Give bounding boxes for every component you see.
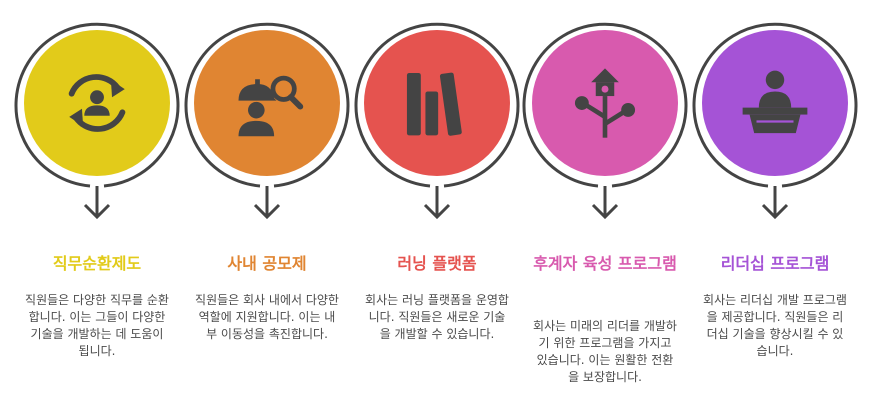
step-title: 리더십 프로그램 <box>720 254 830 273</box>
step-description: 회사는 리더십 개발 프로그램을 제공합니다. 직원들은 리더십 기술을 향상시… <box>703 293 847 358</box>
down-arrow-icon <box>253 186 281 220</box>
step-title: 러닝 플랫폼 <box>397 254 477 273</box>
step-color-disc <box>364 30 510 176</box>
step-description: 회사는 러닝 플랫폼을 운영합니다. 직원들은 새로운 기술을 개발할 수 있습… <box>365 293 509 341</box>
step-description: 회사는 미래의 리더를 개발하기 위한 프로그램을 가지고 있습니다. 이는 원… <box>533 319 677 384</box>
step-color-disc <box>194 30 340 176</box>
speaker-podium-icon <box>742 70 808 134</box>
step-description: 직원들은 회사 내에서 다양한 역할에 지원합니다. 이는 내부 이동성을 촉진… <box>195 293 339 341</box>
step-outline-ring <box>692 22 858 188</box>
books-icon <box>406 72 462 136</box>
step-outline-ring <box>522 22 688 188</box>
step-title: 직무순환제도 <box>52 254 142 273</box>
birdhouse-tree-icon <box>574 68 636 138</box>
down-arrow-icon <box>423 186 451 220</box>
step-color-disc <box>24 30 170 176</box>
rotating-user-icon <box>68 74 126 132</box>
worker-search-icon <box>236 75 304 137</box>
step-internal-recruitment: 사내 공모제 직원들은 회사 내에서 다양한 역할에 지원합니다. 이는 내부 … <box>182 0 352 415</box>
down-arrow-icon <box>761 186 789 220</box>
step-description: 직원들은 다양한 직무를 순환합니다. 이는 그들이 다양한 기술을 개발하는 … <box>25 293 169 358</box>
down-arrow-icon <box>591 186 619 220</box>
step-title: 후계자 육성 프로그램 <box>533 254 677 273</box>
step-outline-ring <box>184 22 350 188</box>
step-learning-platform: 러닝 플랫폼 회사는 러닝 플랫폼을 운영합니다. 직원들은 새로운 기술을 개… <box>352 0 522 415</box>
step-job-rotation: 직무순환제도 직원들은 다양한 직무를 순환합니다. 이는 그들이 다양한 기술… <box>12 0 182 415</box>
step-outline-ring <box>14 22 180 188</box>
step-leadership-program: 리더십 프로그램 회사는 리더십 개발 프로그램을 제공합니다. 직원들은 리더… <box>690 0 860 415</box>
step-color-disc <box>702 30 848 176</box>
step-title: 사내 공모제 <box>227 254 307 273</box>
step-color-disc <box>532 30 678 176</box>
step-succession-program: 후계자 육성 프로그램 회사는 미래의 리더를 개발하기 위한 프로그램을 가지… <box>520 0 690 415</box>
step-outline-ring <box>354 22 520 188</box>
down-arrow-icon <box>83 186 111 220</box>
